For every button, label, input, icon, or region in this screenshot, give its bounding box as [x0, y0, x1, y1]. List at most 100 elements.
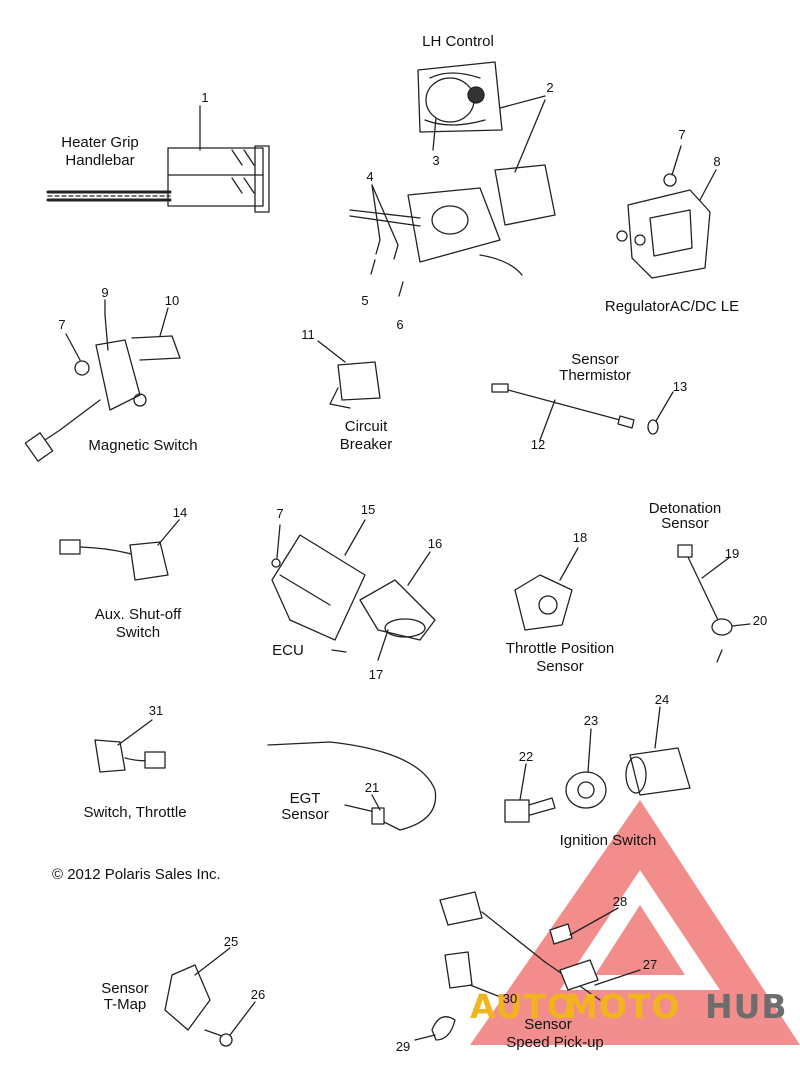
label-egt-sensor: Sensor: [281, 806, 329, 823]
leader-2a: [499, 95, 546, 109]
part-number-16: 16: [427, 536, 443, 551]
label-throttle-position: Throttle Position: [505, 640, 615, 657]
part-number-28: 28: [612, 894, 628, 909]
part-number-8: 8: [713, 154, 721, 169]
leader-26: [229, 1001, 256, 1036]
ignition-switch-drawing: [504, 747, 691, 823]
part-number-3: 3: [432, 153, 440, 168]
part-number-17: 17: [368, 667, 384, 682]
leader-14: [157, 519, 180, 546]
part-number-6: 6: [396, 317, 404, 332]
leader-16: [407, 551, 431, 586]
part-number-4: 4: [366, 169, 374, 184]
label-magnetic-switch: Magnetic Switch: [88, 437, 198, 454]
label-sensor-tmap-1: Sensor: [101, 980, 149, 997]
leader-21: [371, 794, 381, 811]
circuit-breaker-drawing: [329, 361, 381, 409]
label-sensor-thermistor-1: Sensor: [571, 351, 619, 368]
watermark-hub: HUB: [705, 987, 788, 1026]
label-detonation-sensor: Sensor: [661, 515, 709, 532]
part-number-18: 18: [572, 530, 588, 545]
part-number-24: 24: [654, 692, 670, 707]
leader-24: [654, 706, 661, 749]
leader-17: [377, 629, 389, 661]
leader-27: [594, 969, 641, 986]
leader-7c: [276, 524, 281, 559]
part-number-11: 11: [301, 327, 315, 342]
switch-throttle-drawing: [94, 739, 166, 773]
part-number-13: 13: [672, 379, 688, 394]
part-number-25: 25: [223, 934, 239, 949]
leader-2b: [514, 99, 546, 173]
label-aux-switch: Switch: [115, 624, 161, 641]
label-egt: EGT: [289, 790, 321, 807]
leader-19: [701, 556, 731, 579]
part-number-1: 1: [201, 90, 209, 105]
leader-20: [731, 623, 751, 627]
part-number-20: 20: [752, 613, 768, 628]
label-breaker: Breaker: [339, 436, 393, 453]
part-number-9: 9: [101, 285, 109, 300]
label-ignition-switch: Ignition Switch: [559, 832, 657, 849]
label-ecu: ECU: [272, 642, 304, 659]
part-number-7c: 7: [276, 506, 284, 521]
part-number-30: 30: [502, 991, 518, 1006]
sensor-thermistor-drawing: [491, 383, 659, 435]
watermark-moto: MOTO: [565, 987, 680, 1026]
leader-4b: [371, 184, 399, 246]
part-number-31: 31: [148, 703, 164, 718]
part-number-23: 23: [583, 713, 599, 728]
part-number-22: 22: [518, 749, 534, 764]
label-regulator: RegulatorAC/DC LE: [604, 298, 740, 315]
leader-12: [539, 399, 556, 441]
label-throttle-position-sensor: Sensor: [536, 658, 584, 675]
detonation-sensor-drawing: [677, 544, 733, 663]
part-number-12: 12: [530, 437, 546, 452]
part-number-5: 5: [361, 293, 369, 308]
leader-13: [655, 391, 674, 422]
part-number-27: 27: [642, 957, 658, 972]
heater-grip-drawing: [46, 145, 270, 213]
part-number-7b: 7: [58, 317, 66, 332]
magnetic-switch-drawing: [24, 314, 181, 462]
leader-23: [587, 728, 592, 773]
part-number-2: 2: [546, 80, 554, 95]
aux-switch-drawing: [59, 539, 169, 581]
leader-4a: [371, 184, 381, 241]
leader-8: [699, 169, 717, 201]
lh-control-drawing: [349, 61, 556, 297]
part-number-14: 14: [172, 505, 188, 520]
label-switch-throttle: Switch, Throttle: [83, 804, 187, 821]
ecu-drawing: [271, 534, 436, 653]
leader-15: [344, 519, 366, 556]
part-number-19: 19: [724, 546, 740, 561]
leader-7a: [671, 145, 682, 176]
leader-31: [117, 719, 153, 746]
label-aux-shutoff: Aux. Shut-off: [94, 606, 182, 623]
part-number-21: 21: [364, 780, 380, 795]
label-detonation: Detonation: [648, 500, 722, 517]
regulator-drawing: [616, 173, 711, 279]
watermark-auto: AUTO: [470, 987, 576, 1026]
part-number-10: 10: [164, 293, 180, 308]
part-number-26: 26: [250, 987, 266, 1002]
leader-28: [569, 907, 619, 936]
label-circuit: Circuit: [344, 418, 388, 435]
leader-7b: [65, 333, 81, 361]
part-number-15: 15: [360, 502, 376, 517]
label-speed-pickup-2: Speed Pick-up: [506, 1034, 604, 1051]
label-sensor-tmap-2: T-Map: [103, 996, 147, 1013]
throttle-position-sensor-drawing: [514, 574, 573, 631]
leader-10: [159, 307, 169, 337]
leader-18: [559, 547, 579, 581]
leader-3: [432, 117, 437, 151]
part-number-7a: 7: [678, 127, 686, 142]
part-number-29: 29: [395, 1039, 411, 1054]
leader-22: [519, 763, 527, 801]
egt-sensor-drawing: [267, 741, 437, 831]
label-speed-pickup-1: Sensor: [524, 1016, 572, 1033]
leader-25: [194, 947, 231, 976]
tmap-sensor-drawing: [164, 964, 233, 1047]
